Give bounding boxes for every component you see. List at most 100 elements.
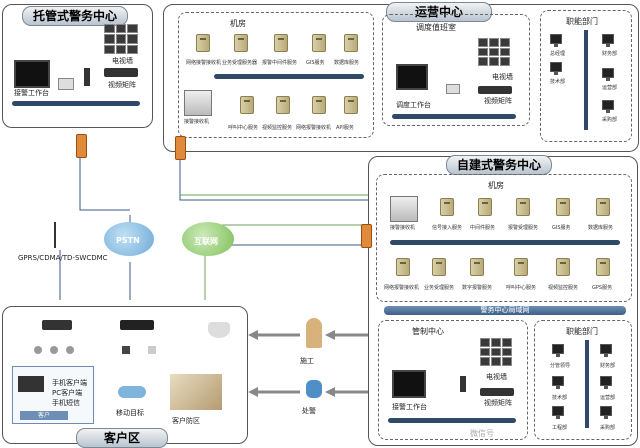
computer-icon — [600, 376, 612, 389]
server-icon — [514, 258, 528, 276]
video-matrix-icon — [480, 388, 514, 396]
workstation-label: 接警工作台 — [392, 403, 427, 411]
server-icon — [240, 96, 254, 114]
selfbuilt-machine-room-label: 机房 — [488, 181, 504, 190]
server-icon — [344, 34, 358, 52]
ops-center-title: 运营中心 — [386, 2, 492, 22]
video-matrix-icon — [104, 68, 138, 77]
pc-client-label: PC客户端 — [52, 389, 83, 397]
firewall-icon — [175, 136, 186, 160]
computer-icon — [602, 68, 614, 81]
wireless-label: GPRS/CDMA/TD-SWCDMC — [18, 254, 108, 262]
client-tag: 客户 — [20, 411, 68, 420]
monitor-icon — [392, 370, 426, 398]
computer-icon — [552, 406, 564, 419]
dispatch-room — [382, 14, 530, 126]
sms-label: 手机短信 — [52, 399, 80, 407]
hosted-bus — [12, 101, 140, 106]
dept-label: 技术部 — [552, 395, 568, 401]
pstn-cloud-icon — [104, 222, 154, 256]
phone-client-label: 手机客户端 — [52, 379, 87, 387]
ops-machine-room — [178, 12, 374, 138]
server-label: 视频监控服务 — [548, 285, 579, 291]
internet-cloud-icon — [182, 222, 234, 256]
server-icon — [516, 198, 530, 216]
dept-label: 总经理 — [550, 51, 566, 57]
dept-label: 采购部 — [600, 425, 616, 431]
functional-dept-label: 职能部门 — [566, 17, 598, 26]
server-label: 报警中间件服务 — [262, 60, 298, 66]
worker-icon — [306, 318, 322, 348]
defense-area-label: 客户防区 — [172, 417, 200, 425]
server-icon — [344, 96, 358, 114]
server-label: 数字报警服务 — [462, 285, 493, 291]
selfbuilt-functional-dept — [534, 320, 632, 440]
computer-icon — [552, 376, 564, 389]
receiver-label: 接警接收机 — [184, 119, 210, 125]
device-icon — [122, 346, 130, 354]
dept-bus — [584, 30, 588, 130]
selfbuilt-bus — [390, 240, 620, 245]
server-icon — [396, 258, 410, 276]
computer-icon — [550, 62, 562, 75]
server-label: 业务受理服务器 — [222, 60, 258, 66]
dept-label: 运营部 — [600, 395, 616, 401]
server-icon — [274, 34, 288, 52]
ops-functional-dept — [540, 10, 632, 142]
video-matrix-label: 视频矩阵 — [484, 97, 512, 105]
car-icon — [118, 386, 146, 398]
functional-dept-label: 职能部门 — [566, 327, 598, 336]
hosted-center-title: 托管式警务中心 — [22, 6, 128, 26]
phone-icon — [58, 78, 74, 90]
server-icon — [432, 258, 446, 276]
dispatch-bus — [392, 114, 516, 119]
lan-bar: 警务中心局域网 — [384, 306, 626, 315]
server-label: 业务受理服务 — [424, 285, 455, 291]
sensor-icon — [66, 346, 74, 354]
computer-icon — [602, 100, 614, 113]
control-bus — [388, 418, 516, 423]
monitor-icon — [396, 64, 428, 90]
dept-label: 分管领导 — [550, 363, 571, 369]
firewall-icon — [361, 224, 372, 248]
server-label: 网络报警接收机 — [384, 285, 420, 291]
selfbuilt-center-title: 自建式警务中心 — [446, 155, 552, 175]
server-label: 视频监控服务 — [262, 125, 293, 131]
video-matrix-label: 视频矩阵 — [484, 399, 512, 407]
dept-label: 财务部 — [602, 51, 618, 57]
server-label: API服务 — [336, 125, 354, 131]
server-icon — [312, 34, 326, 52]
server-label: GPS服务 — [592, 285, 613, 291]
control-center-label: 管制中心 — [412, 327, 444, 336]
server-icon — [596, 198, 610, 216]
tv-wall-label: 电视墙 — [492, 73, 513, 81]
dept-label: 运营部 — [602, 85, 618, 91]
receiver-icon — [184, 90, 212, 116]
ops-bus — [214, 74, 364, 79]
workstation-label: 接警工作台 — [14, 89, 49, 97]
dept-bus — [585, 340, 589, 428]
pstn-label: PSTN — [116, 236, 140, 245]
dept-label: 财务部 — [600, 363, 616, 369]
server-icon — [234, 34, 248, 52]
firewall-icon — [76, 134, 87, 158]
server-label: 数据库服务 — [588, 225, 614, 231]
dept-label: 采购部 — [602, 117, 618, 123]
antenna-icon — [54, 222, 66, 248]
room-icon — [170, 374, 222, 410]
server-label: 信号接入服务 — [432, 225, 463, 231]
server-label: GIS服务 — [306, 60, 325, 66]
receiver-icon — [390, 196, 418, 222]
sensor-icon — [50, 346, 58, 354]
phone-icon — [446, 84, 460, 94]
tv-wall-icon — [480, 338, 512, 366]
server-icon — [312, 96, 326, 114]
sensor-icon — [34, 346, 42, 354]
ops-machine-room-label: 机房 — [230, 19, 246, 28]
monitor-icon — [14, 60, 50, 88]
server-label: 呼叫中心服务 — [506, 285, 537, 291]
computer-icon — [602, 34, 614, 47]
server-icon — [196, 34, 210, 52]
computer-icon — [552, 344, 564, 357]
